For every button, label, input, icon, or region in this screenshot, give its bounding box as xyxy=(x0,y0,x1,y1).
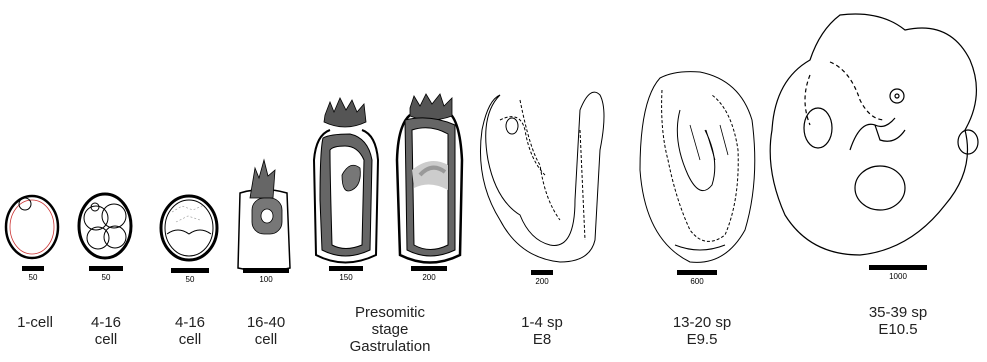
stage-label-line: cell xyxy=(78,331,134,348)
scale-bar-line xyxy=(411,266,447,271)
scale-bar-presomitic: 150 xyxy=(328,266,364,282)
scale-bar-line xyxy=(531,270,553,275)
stage-label-presomitic-gastrulation: Presomitic stage Gastrulation xyxy=(330,304,450,355)
stage-label-e9-5: 13-20 sp E9.5 xyxy=(664,314,740,348)
scale-bar-value: 200 xyxy=(410,273,448,282)
scale-bar-value: 50 xyxy=(18,273,48,282)
scale-bar-line xyxy=(869,265,927,270)
stage-label-line: 16-40 xyxy=(236,314,296,331)
scale-bar-line xyxy=(329,266,363,271)
stage-label-16-40-cell: 16-40 cell xyxy=(236,314,296,348)
scale-bar-gastrulation: 200 xyxy=(410,266,448,282)
stage-label-line: 13-20 sp xyxy=(664,314,740,331)
e10-5-embryo-drawing xyxy=(770,14,978,255)
stage-label-line: Presomitic xyxy=(330,304,450,321)
stage-label-e10-5: 35-39 sp E10.5 xyxy=(856,304,940,338)
stage-label-4-16-cell-b: 4-16 cell xyxy=(162,314,218,348)
stage-label-e8: 1-4 sp E8 xyxy=(510,314,574,348)
scale-bar-value: 600 xyxy=(676,277,718,286)
scale-bar-line xyxy=(171,268,209,273)
e9-5-embryo-drawing xyxy=(640,72,755,263)
stage-label-1-cell: 1-cell xyxy=(5,314,65,331)
stage-label-line: 4-16 xyxy=(162,314,218,331)
stage-label-line: 1-4 sp xyxy=(510,314,574,331)
stage-label-line: Gastrulation xyxy=(330,338,450,355)
scale-bar-line xyxy=(243,268,289,273)
e8-embryo-drawing xyxy=(480,92,604,262)
presomitic-stage-drawing xyxy=(314,98,378,263)
morula-4-16-cell-drawing xyxy=(79,194,131,258)
stage-label-line: 4-16 xyxy=(78,314,134,331)
scale-bar-e10-5: 1000 xyxy=(868,265,928,281)
scale-bar-value: 200 xyxy=(527,277,557,286)
scale-bar-value: 150 xyxy=(328,273,364,282)
stage-label-line: 1-cell xyxy=(5,314,65,331)
scale-bar-value: 50 xyxy=(170,275,210,284)
stage-label-line: 35-39 sp xyxy=(856,304,940,321)
scale-bar-value: 1000 xyxy=(868,272,928,281)
scale-bar-line xyxy=(677,270,717,275)
scale-bar-e9-5: 600 xyxy=(676,270,718,286)
scale-bar-e8: 200 xyxy=(527,270,557,286)
scale-bar-4-16-cell-b: 50 xyxy=(170,268,210,284)
stage-label-line: cell xyxy=(162,331,218,348)
scale-bar-1-cell: 50 xyxy=(18,266,48,282)
scale-bar-value: 50 xyxy=(88,273,124,282)
stage-label-line: stage xyxy=(330,321,450,338)
stage-label-line: E8 xyxy=(510,331,574,348)
scale-bar-16-40-cell: 100 xyxy=(242,268,290,284)
scale-bar-line xyxy=(89,266,123,271)
stage-label-line: cell xyxy=(236,331,296,348)
stage-label-4-16-cell: 4-16 cell xyxy=(78,314,134,348)
scale-bar-value: 100 xyxy=(242,275,290,284)
stage-label-line: E10.5 xyxy=(856,321,940,338)
zygote-1-cell-drawing xyxy=(6,196,58,258)
blastocyst-4-16-cell-drawing xyxy=(161,196,217,260)
stage-label-line: E9.5 xyxy=(664,331,740,348)
egg-cylinder-16-40-cell-drawing xyxy=(238,160,290,271)
scale-bar-4-16-cell: 50 xyxy=(88,266,124,282)
gastrulation-stage-drawing xyxy=(397,94,462,263)
scale-bar-line xyxy=(22,266,44,271)
